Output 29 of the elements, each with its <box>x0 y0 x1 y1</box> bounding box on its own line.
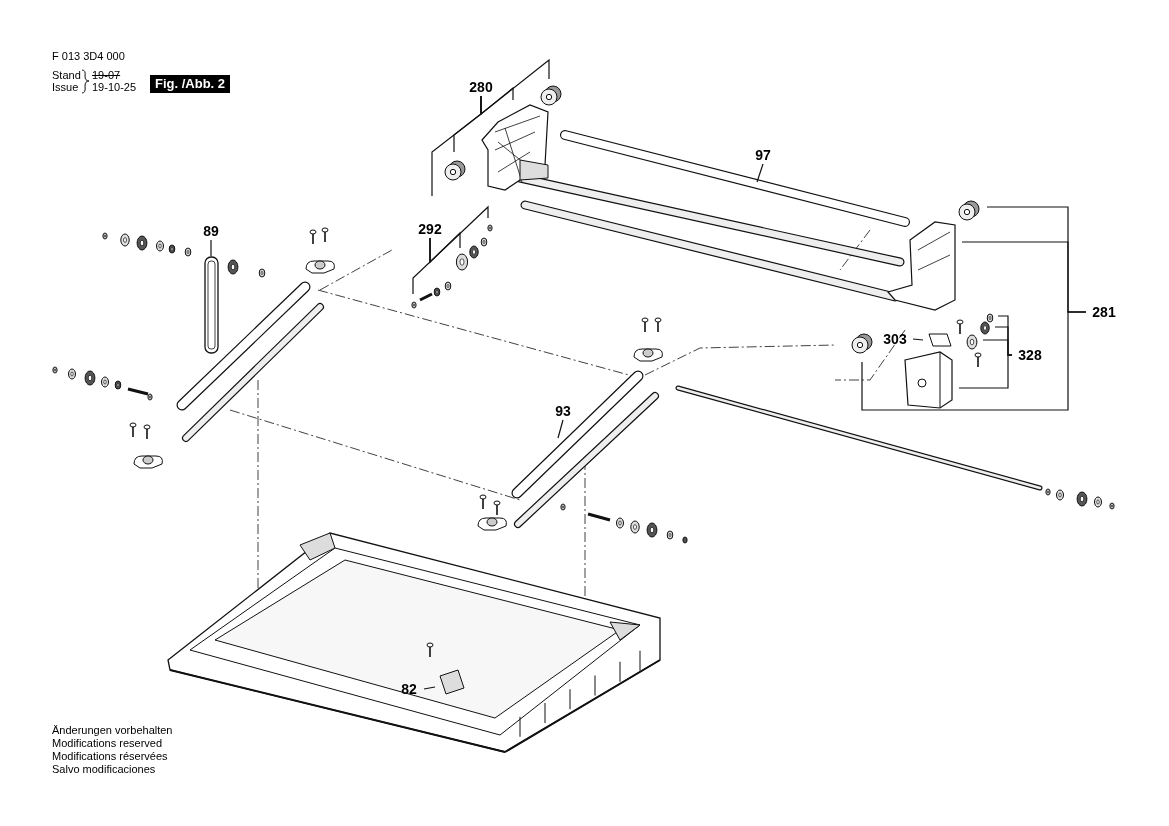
callout-number: 292 <box>418 220 442 238</box>
leader-line <box>480 58 550 116</box>
revision-date: 19-07 <box>92 69 121 82</box>
callout-number: 97 <box>755 146 771 164</box>
leader-line <box>429 205 489 264</box>
leader-line <box>756 163 764 183</box>
leader-line <box>912 338 924 341</box>
note: Modifications reserved <box>52 737 163 750</box>
callout-number: 280 <box>469 78 493 96</box>
note: Änderungen vorbehalten <box>52 724 173 737</box>
note: Salvo modificaciones <box>52 763 156 776</box>
leader-line <box>431 95 482 197</box>
leader-line <box>210 239 212 257</box>
leader-line <box>423 686 436 690</box>
revision-label: Issue <box>52 81 79 94</box>
callout-number: 281 <box>1092 303 1116 321</box>
callout-number: 328 <box>1018 346 1042 364</box>
callout-number: 82 <box>401 680 417 698</box>
leader-line <box>861 311 1087 411</box>
callout-number: 89 <box>203 222 219 240</box>
leader-line <box>958 354 1013 389</box>
revision-date: 19-10-25 <box>92 81 137 94</box>
callout-number: 93 <box>555 402 571 420</box>
leader-line <box>557 419 564 439</box>
callout-number: 303 <box>883 330 907 348</box>
revision-label: Stand <box>52 69 81 82</box>
part-number: F 013 3D4 000 <box>52 50 125 63</box>
figure-label: Fig. /Abb. 2 <box>150 75 231 93</box>
note: Modifications réservées <box>52 750 168 763</box>
